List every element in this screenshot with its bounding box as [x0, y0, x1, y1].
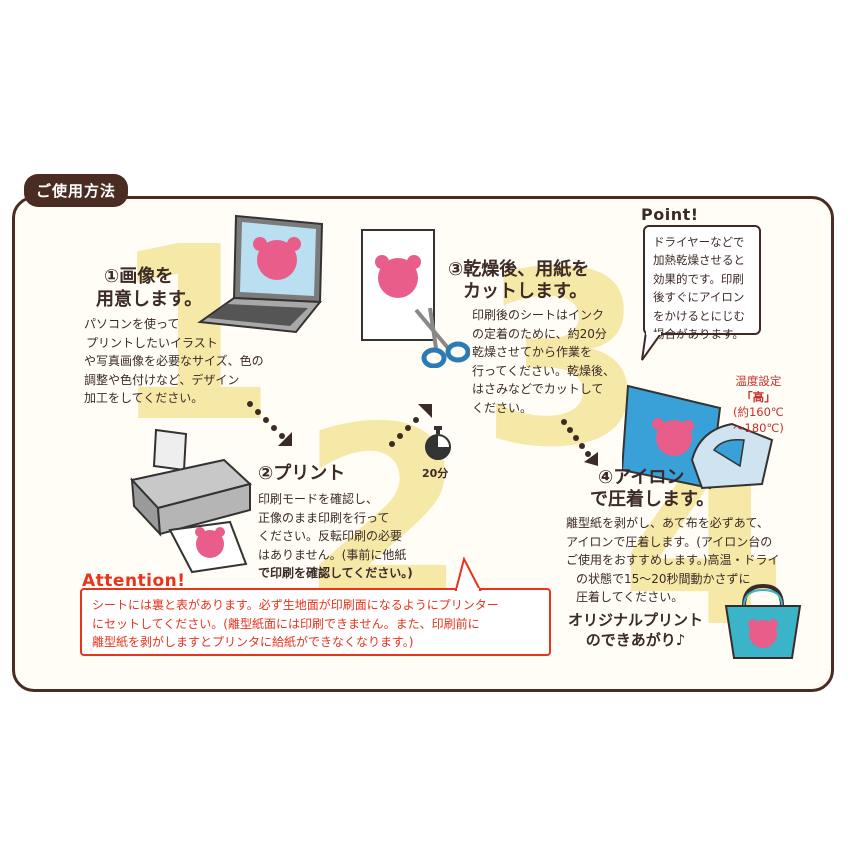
tote-bag-icon — [724, 583, 802, 659]
point-line-2: 加熱乾燥させると — [653, 253, 745, 268]
temp-line-2: 「高」 — [741, 389, 776, 404]
step2-body: 印刷モードを確認し、 正像のまま印刷を行って ください。反転印刷の必要 はありま… — [258, 490, 413, 583]
result-text: オリジナルプリント のできあがり♪ — [568, 611, 703, 650]
step1-title-line1: ①画像を — [104, 266, 174, 287]
scissors-icon — [414, 307, 470, 368]
step3-line-5: はさみなどでカットして — [472, 382, 604, 397]
step4-line-2: アイロンで圧着します。(アイロン台の — [566, 534, 773, 549]
laptop-icon — [197, 214, 324, 334]
step1-line-2: プリントしたいイラスト — [86, 335, 218, 350]
step4-line-1: 離型紙を剥がし、あて布を必ずあて、 — [566, 516, 769, 530]
step3-line-6: ください。 — [472, 400, 533, 415]
temp-line-3: (約160℃ — [733, 405, 784, 420]
step1-title-line2: 用意します。 — [96, 289, 203, 310]
temperature-note: 温度設定 「高」 (約160℃ 〜180℃) — [733, 374, 784, 436]
step1-line-3: や写真画像を必要なサイズ、色の — [84, 354, 264, 369]
step2-title: ②プリント — [258, 463, 346, 484]
step4-line-3: ご使用をおすすめします。)高温・ドライ — [566, 553, 780, 568]
attention-box: シートには裏と表があります。必ず生地面が印刷面になるようにプリンター にセットし… — [80, 588, 551, 656]
step4-title-line2: で圧着します。 — [590, 489, 715, 510]
attention-line-2: にセットしてください。(離型紙面には印刷できません。また、印刷前に — [92, 616, 480, 631]
point-speech-tail — [641, 332, 664, 361]
temp-line-1: 温度設定 — [735, 374, 782, 388]
timer-label: 20分 — [422, 467, 449, 480]
step1-line-4: 調整や色付けなど、デザイン — [84, 372, 240, 387]
step1-body: パソコンを使って プリントしたいイラスト や写真画像を必要なサイズ、色の 調整や… — [84, 315, 264, 408]
attention-line-3: 離型紙を剥がしますとプリンタに給紙ができなくなります。) — [92, 635, 414, 650]
step3-title-line1: ③乾燥後、用紙を — [448, 259, 590, 280]
step1-line-1: パソコンを使って — [84, 317, 180, 331]
attention-label: Attention! — [82, 571, 186, 591]
step3-line-4: 行ってください。乾燥後、 — [472, 363, 616, 378]
step2-line-2: 正像のまま印刷を行って — [258, 510, 390, 525]
timer-icon — [425, 426, 451, 460]
point-line-1: ドライヤーなどで — [653, 235, 745, 249]
arrow-3-to-4 — [561, 419, 598, 466]
arrow-2-to-3 — [389, 404, 432, 447]
result-line-1: オリジナルプリント — [568, 611, 704, 629]
paper-sheet-icon — [361, 229, 435, 341]
point-line-6: 場合があります。 — [653, 326, 744, 341]
step4-line-5: 圧着してください。 — [576, 590, 684, 605]
step3-line-1: 印刷後のシートはインク — [472, 308, 605, 322]
attention-speech-tail — [454, 557, 482, 591]
step3-title-line2: カットします。 — [463, 281, 588, 302]
result-line-2: のできあがり♪ — [585, 630, 686, 649]
step1-line-5: 加工をしてください。 — [84, 391, 204, 406]
step4-title-line1: ④アイロン — [598, 467, 685, 488]
step3-bg-number: 3 — [480, 220, 647, 500]
point-box: ドライヤーなどで 加熱乾燥させると 効果的です。印刷 後すぐにアイロン をかける… — [643, 225, 761, 341]
usage-title: ご使用方法 — [24, 174, 129, 207]
printer-icon — [130, 428, 253, 574]
step4-line-4: の状態で15〜20秒間動かさずに — [576, 571, 751, 586]
point-line-3: 効果的です。印刷 — [653, 271, 744, 286]
step3-line-3: 乾燥させてから作業を — [472, 345, 593, 360]
temp-line-4: 〜180℃) — [733, 420, 784, 435]
step2-line-1: 印刷モードを確認し、 — [258, 492, 379, 506]
bear-face-icon — [257, 240, 297, 280]
step3-line-2: の定着のために、約20分 — [472, 326, 607, 341]
step2-line-4: はありません。(事前に他紙 — [258, 547, 407, 562]
step4-body: 離型紙を剥がし、あて布を必ずあて、 アイロンで圧着します。(アイロン台の ご使用… — [566, 514, 779, 607]
step2-line-5: で印刷を確認してください。) — [258, 566, 413, 581]
point-line-4: 後すぐにアイロン — [653, 290, 745, 305]
step3-body: 印刷後のシートはインク の定着のために、約20分 乾燥させてから作業を 行ってく… — [472, 306, 615, 418]
iron-icon — [622, 384, 774, 490]
arrow-1-to-2 — [247, 401, 292, 446]
point-label: Point! — [641, 205, 699, 224]
step2-line-3: ください。反転印刷の必要 — [258, 529, 403, 544]
attention-line-1: シートには裏と表があります。必ず生地面が印刷面になるようにプリンター — [92, 598, 499, 612]
point-line-5: をかけるとにじむ — [653, 308, 745, 323]
